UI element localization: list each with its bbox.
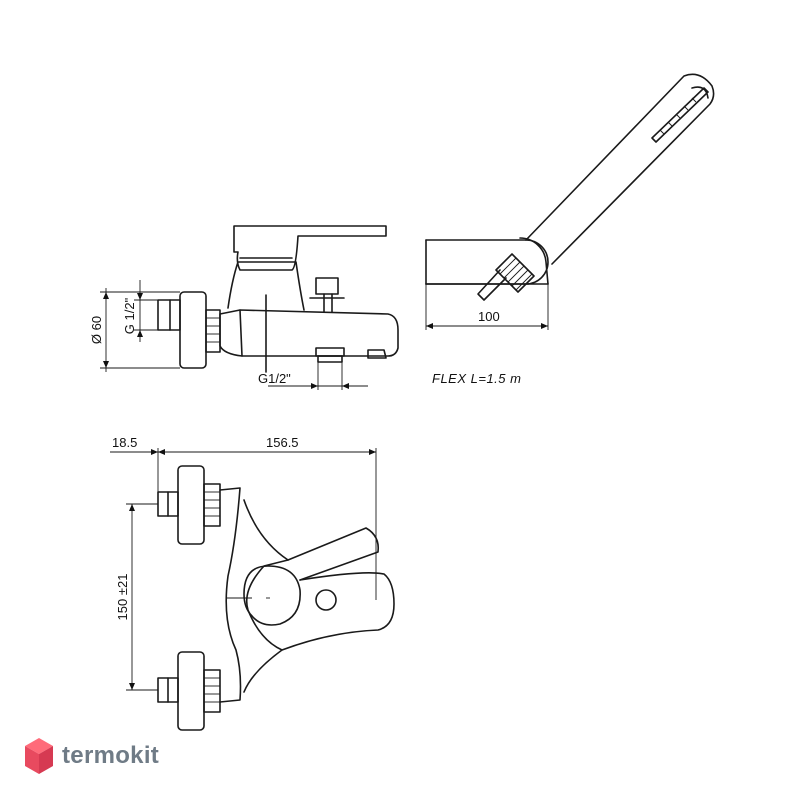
dim-thread-outlet: G1/2" <box>258 371 291 386</box>
hand-shower-view: 100 FLEX L=1.5 m <box>425 73 715 386</box>
dim-diameter: Ø 60 <box>89 316 104 344</box>
dim-hand-shower-width: 100 <box>478 309 500 324</box>
mixer-front-view <box>157 225 399 373</box>
flex-hose-note: FLEX L=1.5 m <box>432 371 521 386</box>
front-dimensions: Ø 60 G 1/2" G1/2" <box>89 280 368 390</box>
mixer-top-view <box>157 465 395 731</box>
brand-cube-icon <box>25 738 53 774</box>
brand-name: termokit <box>62 742 160 769</box>
top-dimensions: 18.5 156.5 150 ±21 <box>110 435 377 691</box>
dim-center-distance: 150 ±21 <box>115 574 130 621</box>
dim-overall-depth: 156.5 <box>266 435 299 450</box>
brand-logo: termokit <box>24 736 159 776</box>
dim-thread-wall: G 1/2" <box>122 297 137 334</box>
dim-offset-left: 18.5 <box>112 435 137 450</box>
